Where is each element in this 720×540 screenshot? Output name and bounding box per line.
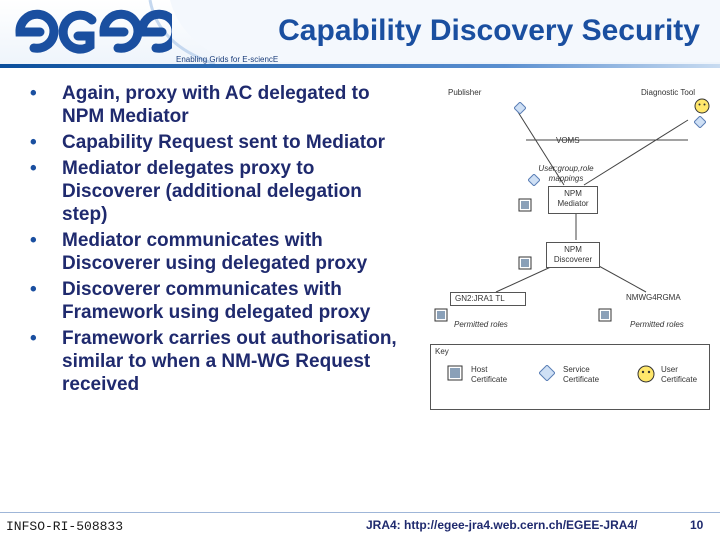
permitted-roles-left: Permitted roles xyxy=(454,320,508,329)
bullet-text: Capability Request sent to Mediator xyxy=(62,132,386,153)
host-certificate-icon xyxy=(434,308,448,322)
bullet-dot-icon: • xyxy=(30,132,37,153)
bullet-item: • Mediator communicates with Discoverer u… xyxy=(30,229,410,275)
bullet-item: • Framework carries out authorisation, si… xyxy=(30,327,410,396)
egee-logo: egee xyxy=(12,8,172,54)
bullet-dot-icon: • xyxy=(30,230,37,251)
host-certificate-icon xyxy=(598,308,612,322)
host-certificate-icon xyxy=(447,365,463,381)
svg-text:egee: egee xyxy=(12,8,15,9)
bullet-dot-icon: • xyxy=(30,279,37,300)
diagram-key: Key Host Certificate Service Certificate… xyxy=(430,344,710,410)
voms-label: VOMS xyxy=(556,136,580,145)
diagnostic-tool-label: Diagnostic Tool xyxy=(640,88,696,97)
bullet-text: Again, proxy with AC delegated to NPM Me… xyxy=(62,83,370,127)
bullet-item: • Mediator delegates proxy to Discoverer … xyxy=(30,157,410,226)
bullet-dot-icon: • xyxy=(30,83,37,104)
footer-project-id: INFSO-RI-508833 xyxy=(6,519,124,534)
npm-discoverer-label: NPM Discoverer xyxy=(553,245,593,264)
key-host-label: Host Certificate xyxy=(471,365,508,384)
footer-divider xyxy=(0,512,720,513)
publisher-label: Publisher xyxy=(448,88,482,97)
bullet-dot-icon: • xyxy=(30,328,37,349)
key-title: Key xyxy=(435,347,449,356)
bullet-item: • Discoverer communicates with Framework … xyxy=(30,278,410,324)
mappings-label: User:group,role mappings xyxy=(538,164,594,183)
footer-url: JRA4: http://egee-jra4.web.cern.ch/EGEE-… xyxy=(366,518,638,532)
key-user-label: User Certificate xyxy=(661,365,698,384)
user-certificate-icon xyxy=(694,98,710,114)
nmwg4rgma-label: NMWG4RGMA xyxy=(626,293,681,302)
bullet-text: Discoverer communicates with Framework u… xyxy=(62,279,371,323)
npm-mediator-box: NPM Mediator xyxy=(548,186,598,214)
service-certificate-icon xyxy=(514,102,526,114)
bullet-list: • Again, proxy with AC delegated to NPM M… xyxy=(30,82,410,399)
service-certificate-icon xyxy=(694,116,706,128)
bullet-item: • Capability Request sent to Mediator xyxy=(30,131,410,154)
bullet-text: Mediator delegates proxy to Discoverer (… xyxy=(62,158,362,225)
gn2-jra1-box: GN2:JRA1 TL xyxy=(450,292,526,306)
permitted-roles-right: Permitted roles xyxy=(630,320,684,329)
host-certificate-icon xyxy=(518,256,532,270)
user-certificate-icon xyxy=(637,365,655,383)
page-number: 10 xyxy=(690,518,704,532)
header-bar xyxy=(0,64,720,68)
service-certificate-icon xyxy=(539,365,555,381)
bullet-text: Framework carries out authorisation, sim… xyxy=(62,328,397,395)
architecture-diagram: Publisher Diagnostic Tool VOMS User:grou… xyxy=(426,80,710,410)
header-tagline: Enabling Grids for E-sciencE xyxy=(176,55,279,64)
bullet-text: Mediator communicates with Discoverer us… xyxy=(62,230,368,274)
gn2-jra1-label: GN2:JRA1 TL xyxy=(455,294,505,303)
service-certificate-icon xyxy=(528,174,540,186)
slide-title: Capability Discovery Security xyxy=(278,14,700,47)
npm-discoverer-box: NPM Discoverer xyxy=(546,242,600,268)
bullet-dot-icon: • xyxy=(30,158,37,179)
npm-mediator-label: NPM Mediator xyxy=(557,189,589,208)
bullet-item: • Again, proxy with AC delegated to NPM M… xyxy=(30,82,410,128)
key-service-label: Service Certificate xyxy=(563,365,600,384)
host-certificate-icon xyxy=(518,198,532,212)
